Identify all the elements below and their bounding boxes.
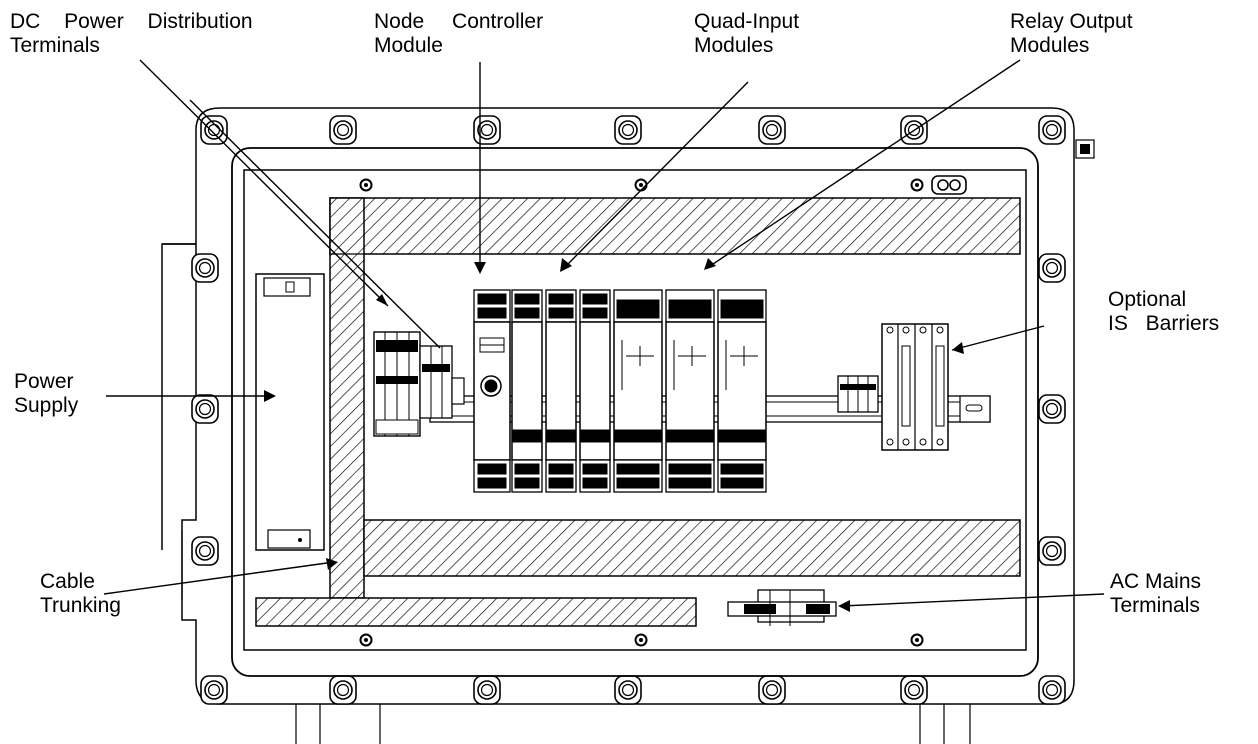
label-optional-is-line1: Optional [1108,288,1187,311]
label-quad-input-line2: Modules [694,34,774,57]
label-node-controller-line1: Node Controller [374,10,544,33]
label-ac-mains-line1: AC Mains [1110,570,1202,593]
label-ac-mains-terminals: AC Mains Terminals [1110,570,1201,618]
relay-output-modules [613,289,767,493]
label-power-supply-line2: Supply [14,394,79,417]
label-node-controller: Node Controller Module [374,10,543,58]
label-cable-trunking-line2: Trunking [40,594,121,617]
power-supply [255,273,325,551]
leader-quad-input [565,81,749,267]
is-barriers [881,323,949,451]
node-controller-module [473,289,511,493]
leader-is-barriers [951,325,1045,351]
cable-trunking [255,197,1021,627]
label-quad-input: Quad-Input Modules [694,10,799,58]
label-ac-mains-line2: Terminals [1110,594,1200,617]
leader-lines [103,59,1105,607]
label-power-supply-line1: Power [14,370,74,393]
label-relay-output-line2: Modules [1010,34,1090,57]
label-dc-power-line1: DC Power Distribution [10,10,253,33]
label-node-controller-line2: Module [374,34,443,57]
leader-dc-power-2 [189,99,441,349]
enclosure-flange [161,107,1095,744]
ac-mains-terminals [727,589,837,626]
mounting-screws [359,175,967,647]
module-stack [473,289,767,493]
label-dc-power-line2: Terminals [10,34,100,57]
label-relay-output-line1: Relay Output [1010,10,1133,33]
label-cable-trunking: Cable Trunking [40,570,121,618]
leader-cable-trunking [103,561,335,595]
label-optional-is-line2: IS Barriers [1108,312,1220,335]
enclosure-inner-frame [231,147,1039,677]
quad-input-modules [511,289,611,493]
label-relay-output: Relay Output Modules [1010,10,1133,58]
leader-dc-power [139,59,389,307]
label-cable-trunking-line1: Cable [40,570,95,593]
leader-ac-mains [841,593,1105,607]
label-dc-power-distribution: DC Power Distribution Terminals [10,10,253,58]
leader-arrowheads [264,258,964,612]
label-power-supply: Power Supply [14,370,78,418]
leader-relay-output [709,59,1021,267]
label-optional-is-barriers: Optional IS Barriers [1108,288,1219,336]
dc-power-terminals [373,331,465,437]
rail-terminals-right [837,375,879,413]
label-quad-input-line1: Quad-Input [694,10,800,33]
